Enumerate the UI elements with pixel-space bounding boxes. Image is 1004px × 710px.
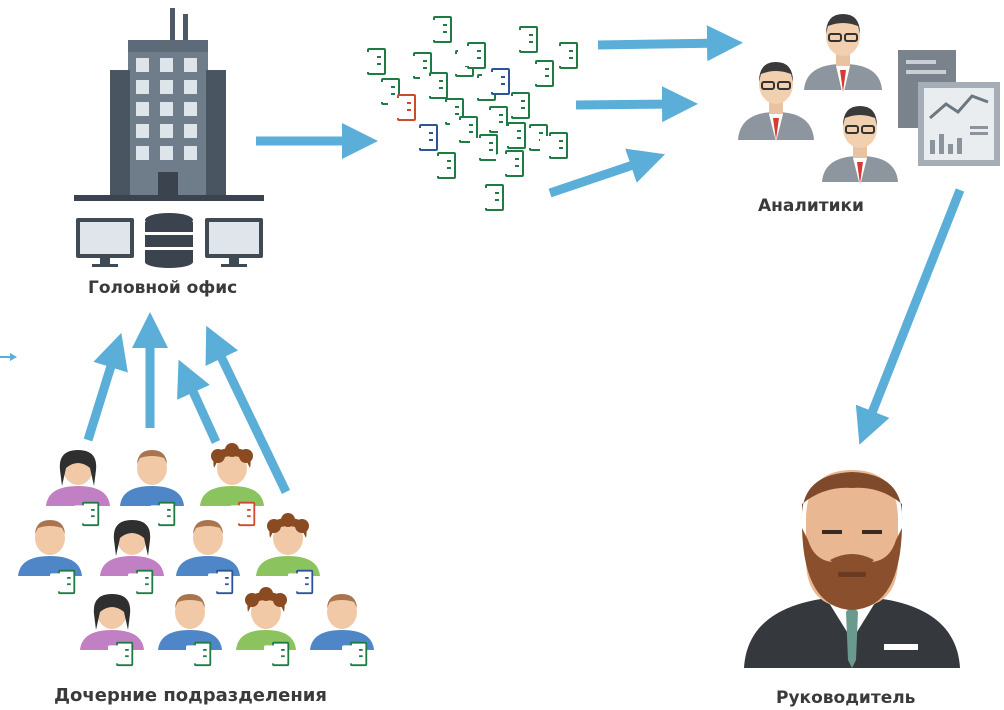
excel-file-icon: X xyxy=(428,150,458,182)
file-type-letter: X xyxy=(502,128,513,143)
file-type-letter: X xyxy=(514,32,525,47)
file-type-letter: X xyxy=(428,22,439,37)
excel-file-icon: X xyxy=(404,50,434,82)
file-type-letter: X xyxy=(474,140,485,155)
left-monitor-icon xyxy=(76,218,134,267)
excel-file-icon: X xyxy=(550,40,580,72)
file-type-letter: X xyxy=(530,66,541,81)
file-type-letter: X xyxy=(462,48,473,63)
right-monitor-icon xyxy=(205,218,263,267)
branch-person-9 xyxy=(158,594,222,650)
file-type-letter: X xyxy=(112,647,122,661)
branches-label: Дочерние подразделения xyxy=(54,685,327,706)
excel-file-icon: X xyxy=(420,70,450,102)
small-left-arrow xyxy=(0,353,17,361)
file-type-letter: P xyxy=(234,507,243,521)
arrow-files-to-analysts-3 xyxy=(548,148,666,198)
word-file-icon: W xyxy=(208,568,235,597)
branch-person-2 xyxy=(120,450,184,506)
excel-file-icon: X xyxy=(74,500,101,529)
manager-label: Руководитель xyxy=(776,688,916,708)
analyst-person-1 xyxy=(804,14,882,96)
file-type-letter: X xyxy=(132,575,142,589)
head-office-building-icon xyxy=(74,8,264,201)
file-type-letter: X xyxy=(268,647,278,661)
excel-file-icon: X xyxy=(476,182,506,214)
arrow-branch-up-1 xyxy=(83,332,128,442)
excel-file-icon: X xyxy=(450,114,480,146)
file-type-letter: X xyxy=(190,647,200,661)
file-type-letter: W xyxy=(210,575,224,589)
excel-file-icon: X xyxy=(502,90,532,122)
branch-person-7 xyxy=(256,513,320,576)
excel-file-icon: X xyxy=(498,120,528,152)
arrow-analysts-to-manager xyxy=(855,188,965,445)
file-type-letter: X xyxy=(480,190,491,205)
word-file-icon: W xyxy=(288,568,315,597)
file-type-letter: X xyxy=(500,156,511,171)
file-type-letter: X xyxy=(472,80,483,95)
file-type-letter: X xyxy=(154,507,164,521)
database-icon xyxy=(145,213,193,268)
file-type-letter: X xyxy=(544,138,555,153)
file-type-letter: X xyxy=(454,122,465,137)
excel-file-icon: X xyxy=(264,640,291,669)
arrow-branch-up-3 xyxy=(177,359,221,444)
file-type-letter: X xyxy=(450,56,461,71)
excel-file-icon: X xyxy=(540,130,570,162)
excel-file-icon: X xyxy=(150,500,177,529)
arrow-files-to-analysts-2 xyxy=(575,86,698,123)
analysts-label: Аналитики xyxy=(758,196,864,216)
excel-file-icon: X xyxy=(108,640,135,669)
file-type-letter: X xyxy=(362,54,373,69)
file-type-letter: W xyxy=(412,130,427,145)
file-type-letter: X xyxy=(78,507,88,521)
arrow-files-to-analysts-1 xyxy=(597,25,743,62)
excel-file-icon: X xyxy=(358,46,388,78)
branch-person-3 xyxy=(200,443,264,506)
file-type-letter: X xyxy=(554,48,565,63)
branch-person-1 xyxy=(46,450,110,506)
excel-file-icon: X xyxy=(510,24,540,56)
excel-file-icon: X xyxy=(50,568,77,597)
branch-person-6 xyxy=(176,520,240,576)
excel-file-icon: X xyxy=(458,40,488,72)
powerpoint-file-icon: P xyxy=(230,500,257,529)
head-office-label: Головной офис xyxy=(88,278,238,298)
file-type-letter: X xyxy=(484,112,495,127)
file-type-letter: X xyxy=(346,647,356,661)
file-type-letter: X xyxy=(440,104,451,119)
excel-file-icon: X xyxy=(424,14,454,46)
file-type-letter: X xyxy=(524,130,535,145)
report-documents-icon xyxy=(898,50,1000,166)
file-type-letter: X xyxy=(424,78,435,93)
analyst-person-2 xyxy=(738,62,814,142)
word-file-icon: W xyxy=(482,66,512,98)
excel-file-icon: X xyxy=(496,148,526,180)
file-type-letter: X xyxy=(376,84,387,99)
manager-icon xyxy=(744,470,960,668)
file-type-letter: X xyxy=(432,158,443,173)
file-type-letter: W xyxy=(290,575,304,589)
excel-file-icon: X xyxy=(342,640,369,669)
branch-person-10 xyxy=(236,587,296,650)
excel-file-icon: X xyxy=(470,132,500,164)
word-file-icon: W xyxy=(410,122,440,154)
file-type-letter: X xyxy=(408,58,419,73)
file-type-letter: X xyxy=(54,575,64,589)
file-type-letter: X xyxy=(506,98,517,113)
arrow-branch-up-4 xyxy=(205,325,291,494)
excel-file-icon: X xyxy=(186,640,213,669)
excel-file-icon: X xyxy=(128,568,155,597)
file-type-letter: W xyxy=(484,74,499,89)
powerpoint-file-icon: P xyxy=(388,92,418,124)
analyst-person-3 xyxy=(822,106,898,186)
excel-file-icon: X xyxy=(526,58,556,90)
file-type-letter: P xyxy=(392,100,403,115)
flow-arrows xyxy=(83,25,965,494)
